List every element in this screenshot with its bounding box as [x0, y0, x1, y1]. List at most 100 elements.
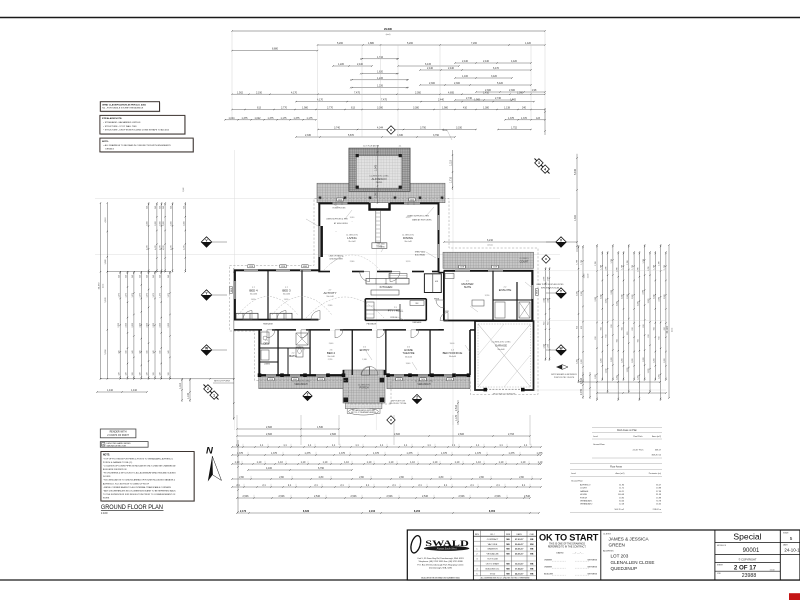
svg-text:2,546: 2,546	[524, 495, 531, 498]
svg-text:Ground Floor: Ground Floor	[593, 444, 605, 446]
svg-text:1,375: 1,375	[294, 117, 301, 120]
svg-text:PORCH & GARAGE TO BE (-2).: PORCH & GARAGE TO BE (-2).	[103, 461, 133, 464]
svg-text:2,050: 2,050	[159, 323, 161, 328]
svg-text:2,440: 2,440	[357, 63, 364, 66]
svg-text:N2 - FOR SINGLE STOREY RESIDEN: N2 - FOR SINGLE STOREY RESIDENCE	[102, 108, 143, 110]
svg-text:34,470: 34,470	[98, 282, 100, 289]
svg-text:1,343: 1,343	[375, 164, 378, 171]
svg-text:ALFRESCO. R1.5 BOYSOW TO LINED: ALFRESCO. R1.5 BOYSOW TO LINED UP ROOF	[103, 482, 150, 485]
svg-text:2,1: 2,1	[522, 484, 526, 487]
svg-text:1,786: 1,786	[611, 259, 613, 264]
svg-text:66.21: 66.21	[619, 491, 624, 493]
svg-text:THIS IS ONE OF THE DRAWINGS: THIS IS ONE OF THE DRAWINGS	[549, 543, 585, 546]
svg-text:1,000: 1,000	[147, 221, 149, 226]
svg-text:BUILDING LIC: BUILDING LIC	[486, 569, 500, 571]
svg-text:1,786: 1,786	[638, 268, 640, 273]
svg-text:613: 613	[257, 107, 262, 110]
svg-text:1,375: 1,375	[153, 293, 155, 298]
svg-text:1,410: 1,410	[131, 389, 138, 392]
svg-text:613: 613	[351, 107, 356, 110]
svg-text:7,200: 7,200	[471, 42, 478, 45]
svg-text:Telephone: (08) 9755 3399 F: Telephone: (08) 9755 3399 Fax: (08) 9755…	[418, 561, 463, 563]
svg-text:1,980: 1,980	[442, 107, 449, 110]
svg-text:1,98: 1,98	[532, 89, 537, 92]
svg-text:1,375: 1,375	[475, 452, 482, 455]
svg-text:LINEN SUPPLIES & HRV: LINEN SUPPLIES & HRV	[326, 219, 348, 221]
svg-text:3,760: 3,760	[485, 295, 490, 297]
svg-text:4,470: 4,470	[160, 245, 162, 250]
svg-text:4,910: 4,910	[105, 217, 107, 223]
svg-text:CHK: CHK	[530, 534, 535, 536]
svg-text:30c.0x36: 30c.0x36	[250, 294, 257, 296]
svg-text:2,910: 2,910	[369, 510, 376, 513]
svg-text:Area (m2): Area (m2)	[616, 472, 625, 475]
svg-text:610: 610	[648, 335, 650, 338]
svg-text:3,380: 3,380	[413, 107, 420, 110]
svg-text:1,175: 1,175	[307, 117, 314, 120]
svg-text:1,375: 1,375	[132, 293, 134, 298]
svg-text:→: →	[351, 221, 353, 223]
svg-text:2,170: 2,170	[240, 510, 247, 513]
svg-text:1,375: 1,375	[407, 452, 414, 455]
svg-text:• STRUCTURE - 97 ST. WALL TI: • STRUCTURE - 97 ST. WALL TIES	[103, 125, 137, 128]
svg-text:HIS: HIS	[435, 281, 439, 283]
svg-text:LINE OF RAKED: LINE OF RAKED	[329, 255, 344, 258]
svg-text:SHEET: SHEET	[717, 565, 724, 567]
svg-text:MB: MB	[530, 549, 534, 551]
svg-text:1,375: 1,375	[271, 452, 278, 455]
svg-text:BED 2: BED 2	[327, 351, 336, 355]
svg-text:ALFRESCO: ALFRESCO	[580, 484, 591, 487]
svg-text:1,980: 1,980	[302, 107, 309, 110]
svg-text:CL 28/31.5 RL: CL 28/31.5 RL	[358, 384, 370, 386]
svg-text:610: 610	[622, 327, 624, 330]
svg-text:0918: 0918	[231, 288, 233, 292]
svg-text:1,200: 1,200	[653, 359, 655, 364]
svg-text:5,420: 5,420	[497, 82, 504, 85]
svg-text:4,470: 4,470	[163, 245, 165, 250]
svg-text:1,420: 1,420	[525, 42, 532, 45]
svg-text:4,344: 4,344	[377, 127, 384, 130]
svg-text:Level: Level	[571, 473, 576, 475]
svg-text:HWS: HWS	[443, 130, 448, 132]
svg-text:1,786: 1,786	[659, 261, 661, 266]
svg-text:2,606: 2,606	[266, 433, 273, 436]
svg-text:2,546: 2,546	[314, 495, 321, 498]
svg-text:2,1: 2,1	[236, 484, 240, 487]
svg-text:1,1: 1,1	[380, 444, 384, 447]
svg-text:610: 610	[600, 327, 602, 330]
svg-text:BATH: BATH	[289, 354, 297, 358]
svg-text:1,090: 1,090	[517, 91, 524, 94]
svg-text:CL 28/31.5 RL CONC: CL 28/31.5 RL CONC	[369, 175, 389, 177]
svg-text:VAC VIDE: VAC VIDE	[488, 543, 498, 546]
svg-text:Level: Level	[593, 436, 598, 438]
svg-text:VERANDAH: VERANDAH	[294, 383, 308, 386]
svg-text:4,470: 4,470	[183, 245, 185, 250]
svg-text:Dunsborough, W.A. 6281: Dunsborough, W.A. 6281	[429, 567, 453, 570]
svg-text:LINEN: LINEN	[264, 364, 270, 366]
svg-text:2,80: 2,80	[239, 476, 244, 479]
svg-text:4,695: 4,695	[448, 91, 455, 94]
svg-text:2,440: 2,440	[438, 99, 445, 102]
svg-text:2,300: 2,300	[509, 89, 516, 92]
svg-text:4,170: 4,170	[291, 91, 298, 94]
svg-text:1,1: 1,1	[452, 444, 456, 447]
svg-text:2,050: 2,050	[139, 323, 141, 328]
svg-text:2,580: 2,580	[653, 295, 655, 300]
svg-text:1,200: 1,200	[595, 375, 597, 380]
svg-text:2,80: 2,80	[399, 476, 404, 479]
svg-text:SHELF AND: SHELF AND	[415, 251, 426, 254]
svg-text:HOUSE: HOUSE	[580, 494, 588, 496]
svg-text:6,470: 6,470	[493, 67, 500, 70]
svg-text:3,380: 3,380	[377, 107, 384, 110]
svg-text:31c.0x62: 31c.0x62	[348, 241, 355, 243]
svg-text:SMOKE DETECTOR: SMOKE DETECTOR	[107, 446, 127, 448]
svg-text:1,375: 1,375	[305, 452, 312, 455]
svg-text:JAMES & JESSICA: JAMES & JESSICA	[609, 537, 650, 542]
svg-text:24-10-17: 24-10-17	[515, 573, 524, 576]
svg-text:NOTE:: NOTE:	[103, 454, 110, 456]
svg-text:GARAGE: GARAGE	[495, 344, 507, 348]
svg-text:3,120: 3,120	[406, 261, 411, 263]
svg-text:2,300: 2,300	[454, 82, 461, 85]
svg-text:1,000: 1,000	[171, 221, 173, 226]
svg-text:FRIDGE: FRIDGE	[390, 317, 398, 319]
